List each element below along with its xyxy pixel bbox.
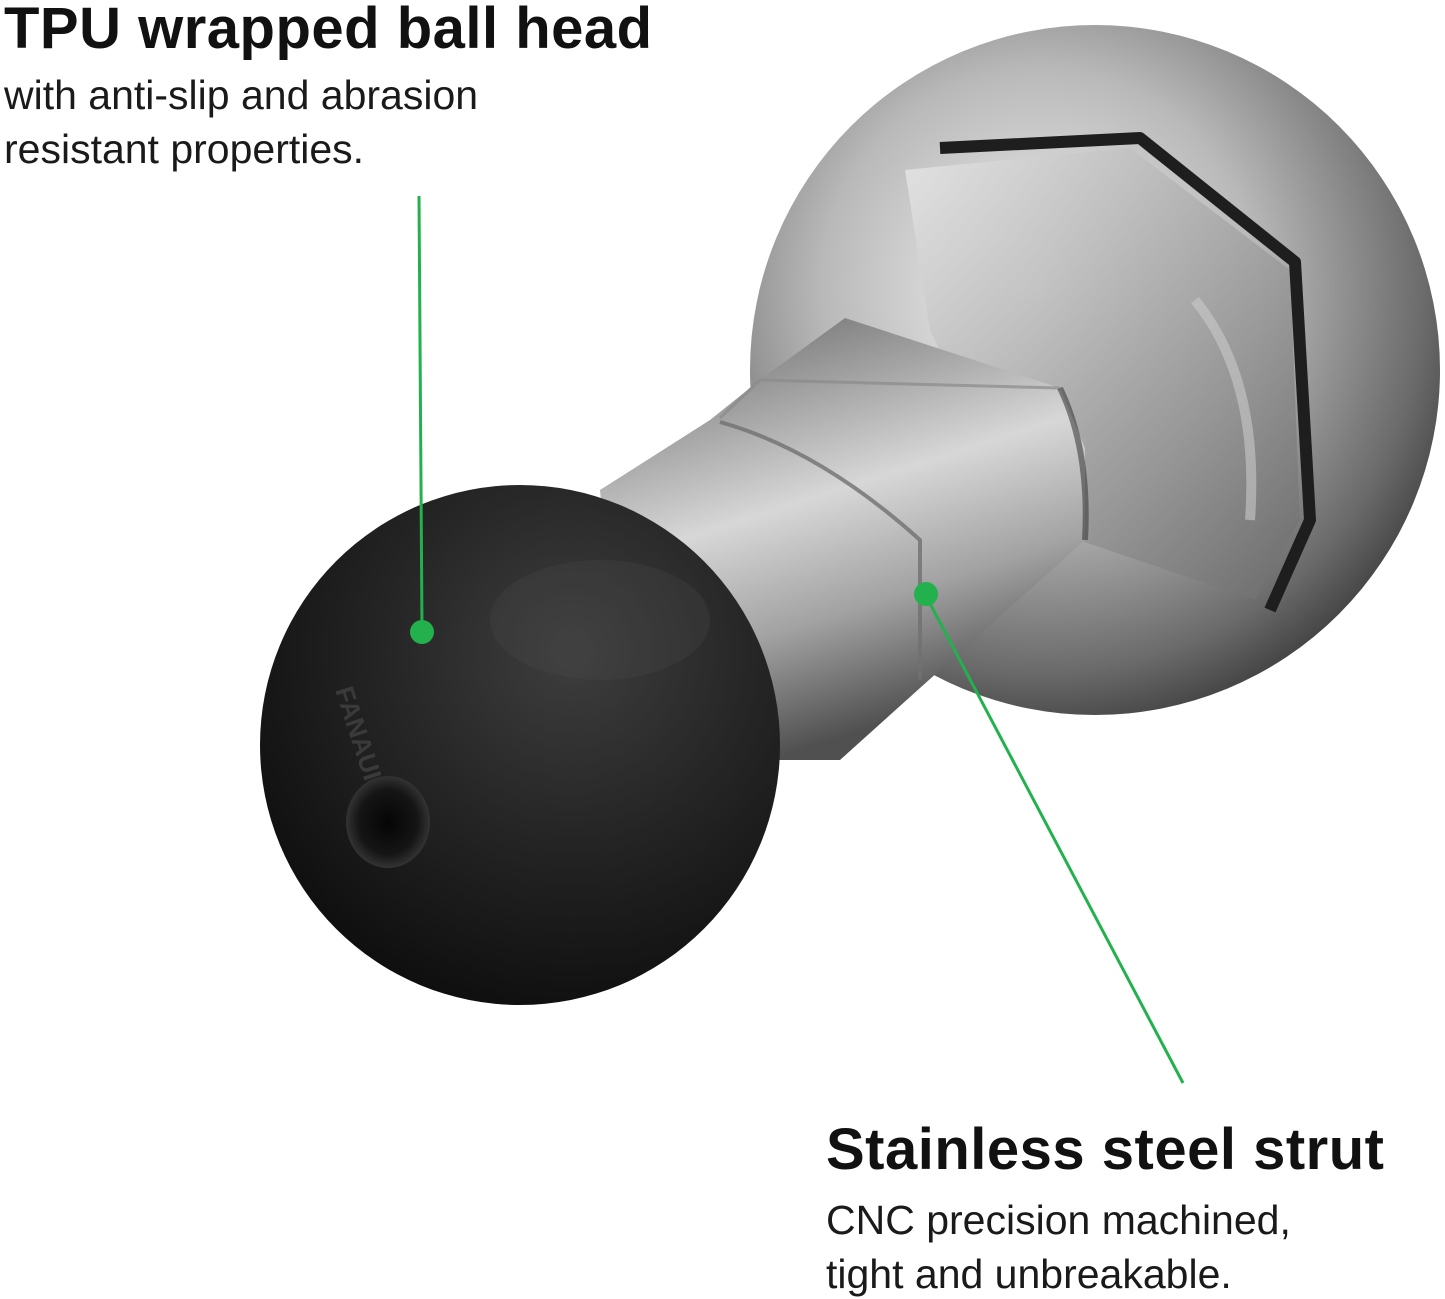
pointer-line-ball bbox=[417, 195, 424, 629]
callout-description: with anti-slip and abrasion resistant pr… bbox=[4, 68, 653, 176]
tpu-ball-head: FANAUI bbox=[260, 485, 780, 1005]
callout-line: resistant properties. bbox=[4, 126, 365, 172]
callout-title: TPU wrapped ball head bbox=[4, 0, 653, 61]
callout-line: with anti-slip and abrasion bbox=[4, 72, 479, 118]
pointer-ball-head bbox=[410, 195, 434, 644]
callout-description: CNC precision machined, tight and unbrea… bbox=[826, 1193, 1385, 1299]
pointer-dot-strut bbox=[914, 582, 938, 606]
pointer-line-strut bbox=[924, 595, 1185, 1084]
callout-title: Stainless steel strut bbox=[826, 1117, 1385, 1182]
callout-line: tight and unbreakable. bbox=[826, 1251, 1232, 1297]
pointer-dot-ball bbox=[410, 620, 434, 644]
ball-hole bbox=[346, 776, 430, 868]
callout-strut: Stainless steel strut CNC precision mach… bbox=[826, 1121, 1385, 1299]
callout-ball-head: TPU wrapped ball head with anti-slip and… bbox=[4, 0, 653, 176]
callout-line: CNC precision machined, bbox=[826, 1197, 1291, 1243]
pointer-strut bbox=[914, 582, 1185, 1084]
